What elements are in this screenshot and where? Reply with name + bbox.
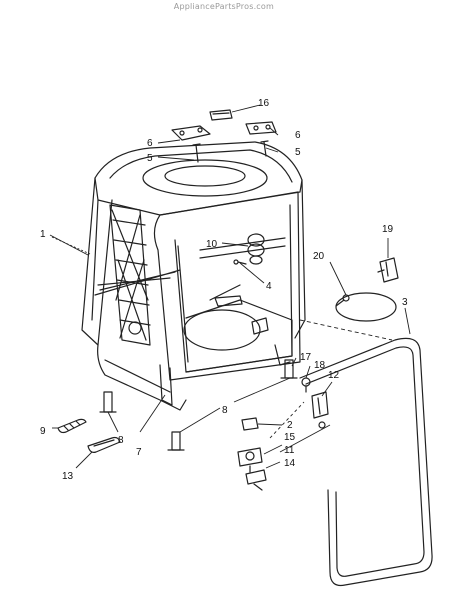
callout-20: 20 xyxy=(313,251,325,262)
dishwasher-tub xyxy=(81,141,306,411)
callout-7: 7 xyxy=(136,447,142,458)
callout-6-left: 6 xyxy=(147,138,153,149)
callout-5-right: 5 xyxy=(295,147,301,158)
callout-18: 18 xyxy=(314,360,326,371)
spring-9 xyxy=(57,418,87,434)
door-gasket xyxy=(299,337,433,587)
callout-2: 2 xyxy=(287,420,293,431)
callout-9: 9 xyxy=(40,426,46,437)
top-bracket-16 xyxy=(209,109,233,121)
callout-8-left: 8 xyxy=(118,435,124,446)
leader-lines xyxy=(49,104,411,469)
float-14 xyxy=(245,469,267,491)
callout-16: 16 xyxy=(258,98,270,109)
callout-19: 19 xyxy=(382,224,394,235)
callout-11: 11 xyxy=(284,445,295,456)
callout-13: 13 xyxy=(62,471,74,482)
hinge-bracket-left xyxy=(171,125,211,163)
callout-8-right: 8 xyxy=(222,405,228,416)
callout-3: 3 xyxy=(402,297,408,308)
clip-13 xyxy=(87,436,121,453)
callout-10: 10 xyxy=(206,239,218,250)
hinge-bracket-right xyxy=(245,121,277,157)
callout-17: 17 xyxy=(300,352,312,363)
bracket-12 xyxy=(311,391,329,429)
callout-labels: 1 2 3 4 5 5 6 6 7 8 8 9 10 11 12 13 14 1… xyxy=(40,98,408,482)
screw-18 xyxy=(301,377,311,393)
pad-2 xyxy=(241,417,259,431)
wire-harness-20 xyxy=(335,292,397,322)
callout-12: 12 xyxy=(328,370,340,381)
leveling-leg-front-left xyxy=(99,391,117,413)
callout-15: 15 xyxy=(284,432,296,443)
leveling-leg-front xyxy=(167,431,185,451)
callout-4: 4 xyxy=(266,281,272,292)
watermark-text: AppliancePartsPros.com xyxy=(173,2,274,11)
callout-6-right: 6 xyxy=(295,130,301,141)
bracket-19 xyxy=(377,257,399,283)
callout-14: 14 xyxy=(284,458,296,469)
callout-1: 1 xyxy=(40,229,46,240)
float-switch-15 xyxy=(237,447,263,473)
door-spring-pulley xyxy=(233,233,265,265)
callout-5-left: 5 xyxy=(147,153,153,164)
